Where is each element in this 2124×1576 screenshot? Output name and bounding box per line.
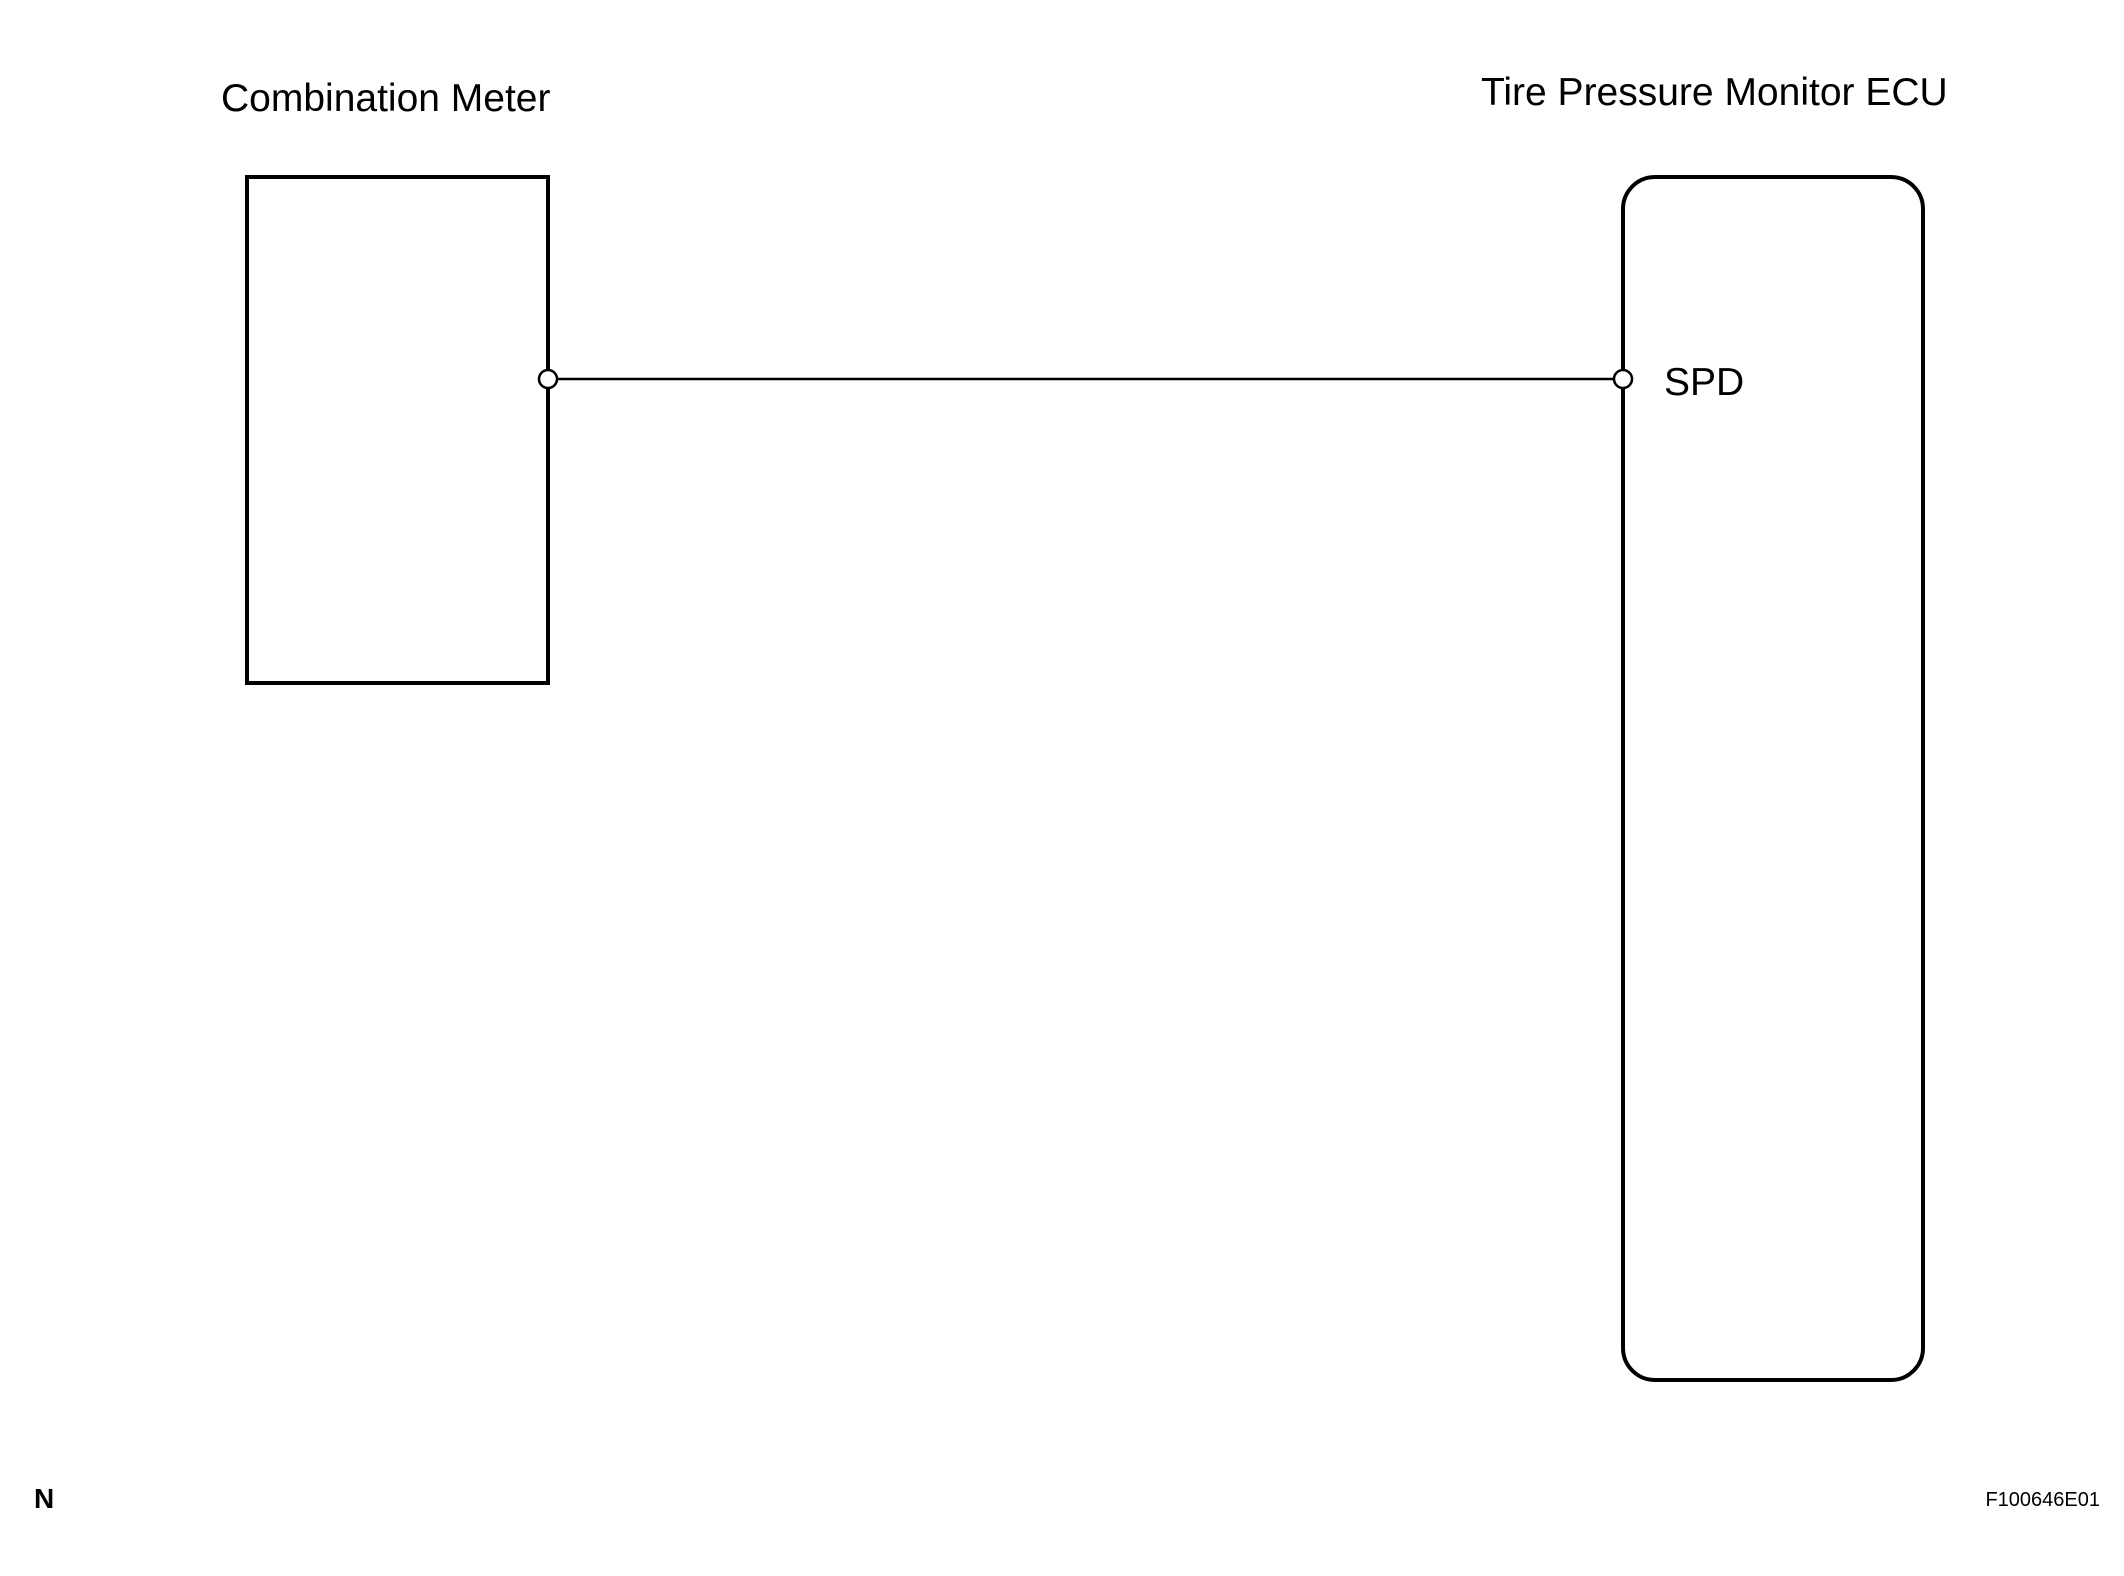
combination-meter-label: Combination Meter: [221, 77, 550, 120]
tpm-ecu-spd-terminal: [1612, 368, 1634, 390]
combination-meter-terminal: [537, 368, 559, 390]
figure-id: F100646E01: [1985, 1489, 2100, 1511]
combination-meter-box: [245, 175, 550, 685]
corner-letter: N: [34, 1483, 54, 1514]
tpm-ecu-label: Tire Pressure Monitor ECU: [1481, 71, 1948, 114]
tpm-ecu-box: [1621, 175, 1925, 1382]
spd-pin-label: SPD: [1664, 361, 1744, 404]
